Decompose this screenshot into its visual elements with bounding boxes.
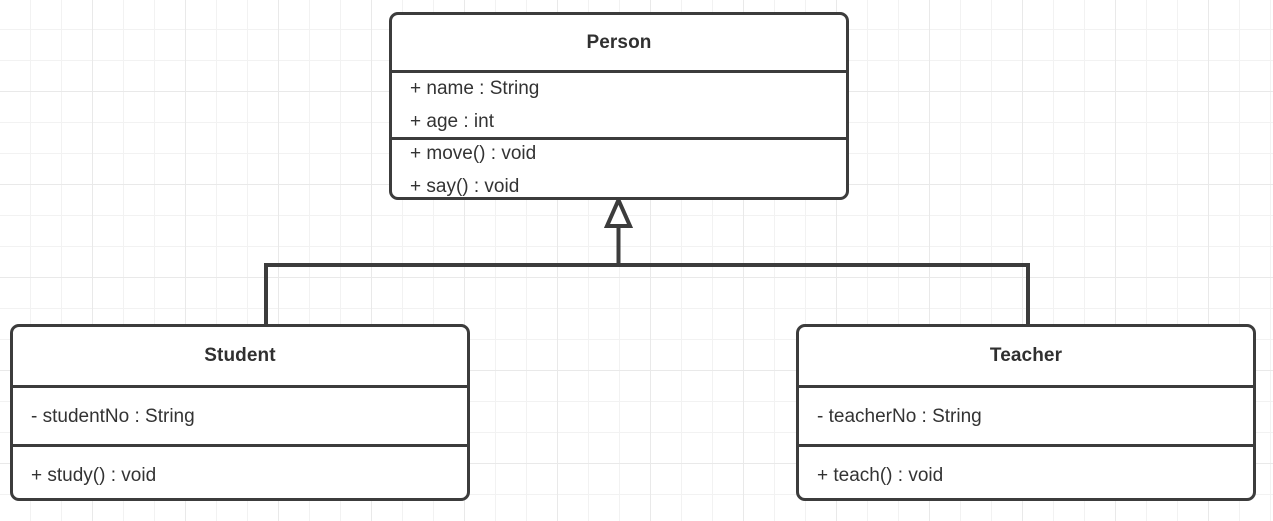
attributes-compartment-person: + name : String + age : int xyxy=(392,70,846,137)
operation-row: + study() : void xyxy=(31,465,157,486)
class-box-person[interactable]: Person + name : String + age : int + mov… xyxy=(389,12,849,200)
attribute-row: - teacherNo : String xyxy=(817,405,982,427)
class-name-student: Student xyxy=(204,345,276,366)
operations-compartment-teacher: + teach() : void xyxy=(799,444,1253,504)
attribute-row: + age : int xyxy=(410,111,494,132)
attribute-row: - studentNo : String xyxy=(31,405,195,427)
inheritance-arrowhead-icon xyxy=(603,195,634,228)
class-name-teacher: Teacher xyxy=(989,345,1063,366)
operation-row: + teach() : void xyxy=(817,465,944,486)
operation-row: + say() : void xyxy=(410,176,520,197)
operations-compartment-person: + move() : void + say() : void xyxy=(392,137,846,200)
attribute-row: + name : String xyxy=(410,78,540,99)
class-box-teacher[interactable]: Teacher - teacherNo : String + teach() :… xyxy=(796,324,1256,501)
class-name-person: Person xyxy=(586,31,652,53)
class-box-student[interactable]: Student - studentNo : String + study() :… xyxy=(10,324,470,501)
operations-compartment-student: + study() : void xyxy=(13,444,467,504)
attributes-compartment-teacher: - teacherNo : String xyxy=(799,385,1253,444)
attributes-compartment-student: - studentNo : String xyxy=(13,385,467,444)
operation-row: + move() : void xyxy=(410,143,537,164)
